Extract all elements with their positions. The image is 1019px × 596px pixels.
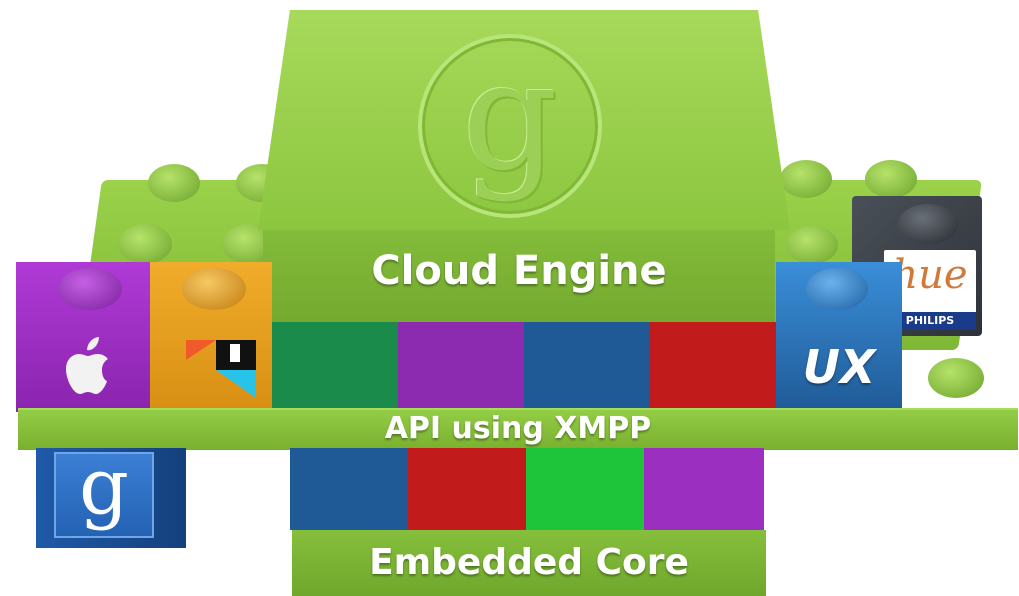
- ux-icon: UX: [802, 340, 876, 394]
- core-module-purple: [644, 448, 764, 530]
- cloud-engine-label: Cloud Engine: [371, 248, 667, 294]
- ux-stud: [806, 268, 868, 310]
- core-module-red: [408, 448, 526, 530]
- hue-stud: [898, 204, 958, 244]
- tile-stud: [182, 268, 246, 310]
- apple-stud: [58, 268, 122, 310]
- android-tile-icon: [186, 340, 256, 398]
- g-logo-text: g: [461, 30, 559, 204]
- stud-mid-3: [786, 226, 838, 264]
- core-module-blue: [290, 448, 408, 530]
- stud-front-right: [928, 358, 984, 398]
- embedded-core-block: [292, 530, 766, 596]
- g-emblem: g: [418, 30, 602, 218]
- stud-back-1: [148, 164, 200, 202]
- cloud-module-red: [650, 322, 776, 414]
- api-bar: [18, 408, 1018, 450]
- hue-brand: PHILIPS: [884, 312, 976, 330]
- google-g-text: g: [79, 442, 129, 532]
- cloud-module-blue: [524, 322, 650, 414]
- stud-mid-1: [118, 224, 172, 264]
- cloud-engine-band: [263, 230, 775, 322]
- stud-back-3: [780, 160, 832, 198]
- apple-logo: [52, 332, 124, 404]
- api-label: API using XMPP: [384, 411, 652, 446]
- embedded-core-label: Embedded Core: [369, 542, 689, 583]
- cloud-module-green: [272, 322, 398, 414]
- hue-word: hue: [892, 252, 968, 298]
- cloud-module-purple: [398, 322, 524, 414]
- google-g-icon: g: [54, 442, 154, 538]
- core-module-green: [526, 448, 644, 530]
- stud-back-4: [865, 160, 917, 198]
